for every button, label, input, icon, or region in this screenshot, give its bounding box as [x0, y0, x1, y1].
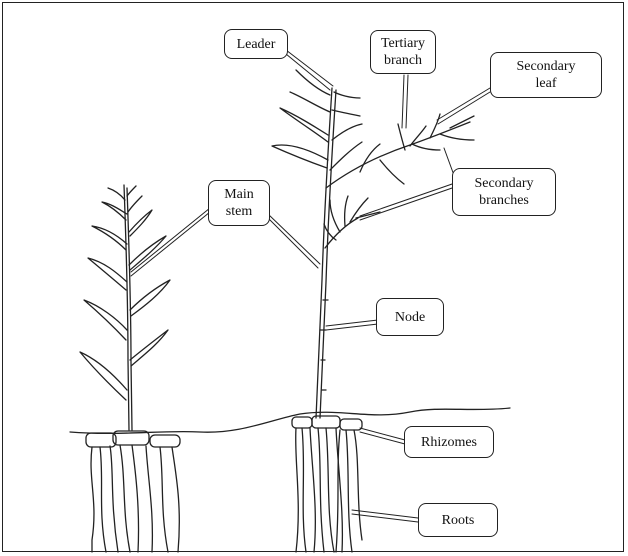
label-secondary-branches: Secondary branches	[452, 168, 556, 216]
tall-plant-leaves	[272, 70, 362, 170]
secondary-branch-upper	[326, 122, 470, 188]
label-leader: Leader	[224, 29, 288, 59]
tall-plant-stem	[316, 88, 332, 418]
label-secondary-leaf: Secondary leaf	[490, 52, 602, 98]
label-rhizomes: Rhizomes	[404, 426, 494, 458]
roots-right	[296, 428, 362, 552]
label-node: Node	[376, 298, 444, 336]
label-tertiary-branch: Tertiary branch	[370, 30, 436, 74]
secondary-branch-lower	[325, 218, 358, 248]
small-plant-leaves-right	[127, 186, 170, 366]
label-roots: Roots	[418, 503, 498, 537]
label-main-stem: Main stem	[208, 180, 270, 226]
small-plant-leaves-left	[80, 188, 127, 400]
roots-left	[91, 445, 179, 552]
